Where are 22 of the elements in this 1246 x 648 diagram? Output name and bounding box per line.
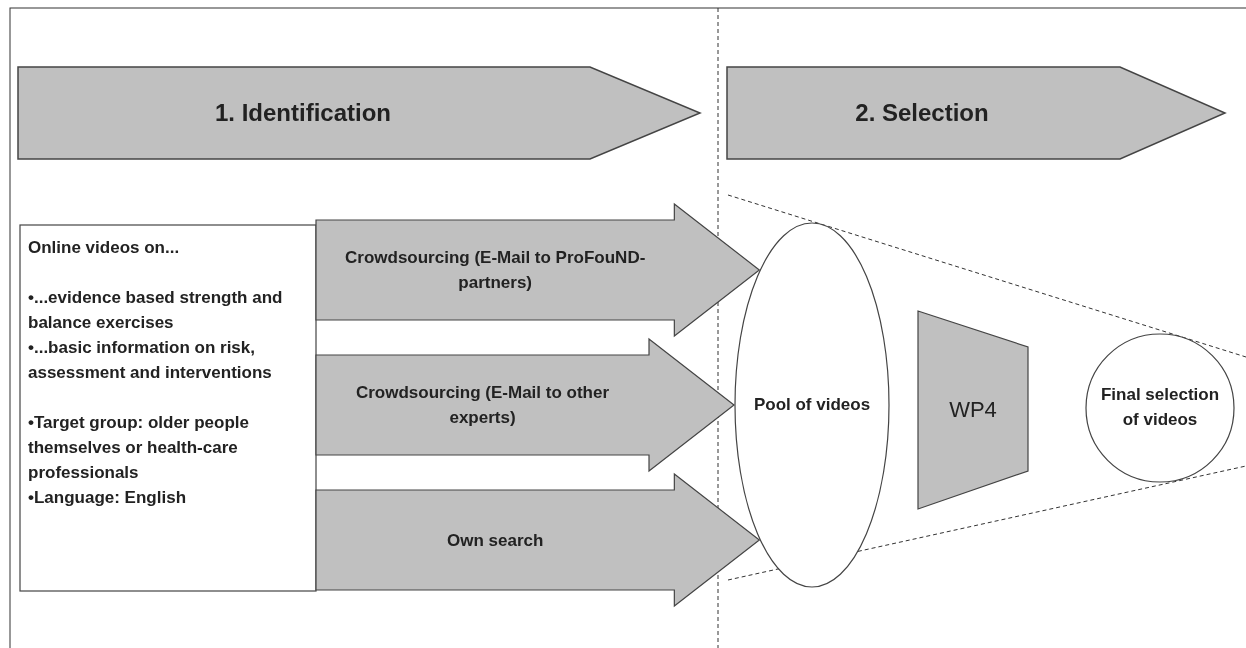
bullet-text: •Language: English [28, 487, 187, 509]
edge-label: Crowdsourcing (E-Mail to ProFouND-partners) [344, 247, 647, 294]
box-heading: Online videos on... [28, 237, 181, 259]
edge-label: Crowdsourcing (E-Mail to other experts) [354, 382, 611, 429]
shape-label: Final selection of videos [1099, 384, 1221, 431]
shape-label: Pool of videos [753, 393, 871, 416]
block-arrow [315, 472, 761, 608]
block-arrow [315, 202, 761, 338]
block-arrow [315, 337, 735, 473]
shape-label: 2. Selection [855, 97, 989, 128]
bullet-text: •...evidence based strength and balance exercises [28, 287, 284, 334]
text-box [20, 225, 316, 591]
bullet-text: •Target group: older people themselves or health-care professionals [28, 412, 250, 484]
step-arrow [727, 67, 1225, 159]
bullet-text: •...basic information on risk, assessment and interventions [28, 337, 273, 384]
trapezoid-shape [918, 311, 1028, 509]
step-arrow [18, 67, 700, 159]
edge-label: Own search [445, 529, 545, 552]
circle-shape [1085, 333, 1235, 483]
shape-label: WP4 [949, 396, 997, 425]
ellipse-shape [734, 222, 890, 588]
shape-label: 1. Identification [215, 97, 391, 128]
